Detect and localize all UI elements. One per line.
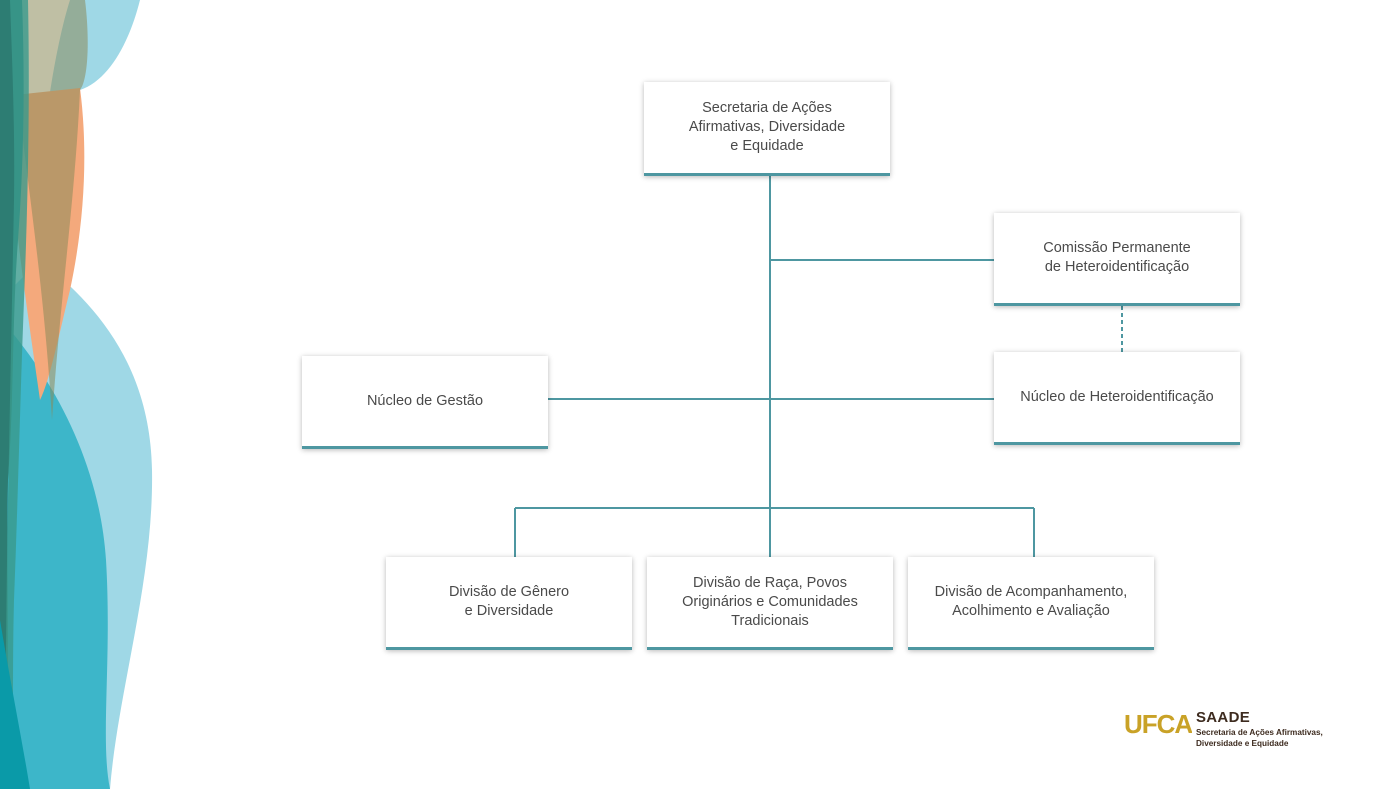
wave-cyan bbox=[0, 330, 110, 789]
saade-logo: UFCA SAADE Secretaria de Ações Afirmativ… bbox=[1122, 708, 1332, 754]
wave-deep-teal-bottom bbox=[0, 620, 30, 789]
node-secretaria-label: Secretaria de Ações Afirmativas, Diversi… bbox=[688, 100, 846, 154]
node-comissao-permanente: Comissão Permanente de Heteroidentificaç… bbox=[994, 213, 1240, 306]
wave-olive-overlay bbox=[18, 0, 88, 420]
node-nucleo-heteroidentificacao: Núcleo de Heteroidentificação bbox=[994, 352, 1240, 445]
node-comissao-label: Comissão Permanente de Heteroidentificaç… bbox=[1043, 240, 1191, 275]
node-divisao-acompanhamento-label: Divisão de Acompanhamento, Acolhimento e… bbox=[934, 584, 1128, 619]
node-nucleo-gestao-label: Núcleo de Gestão bbox=[366, 392, 484, 409]
node-divisao-raca: Divisão de Raça, Povos Originários e Com… bbox=[647, 557, 893, 650]
node-nucleo-hetero-label: Núcleo de Heteroidentificação bbox=[1020, 388, 1214, 405]
node-secretaria: Secretaria de Ações Afirmativas, Diversi… bbox=[644, 82, 890, 176]
logo-title: SAADE bbox=[1196, 709, 1251, 726]
node-divisao-raca-label: Divisão de Raça, Povos Originários e Com… bbox=[682, 574, 858, 629]
node-divisao-acompanhamento: Divisão de Acompanhamento, Acolhimento e… bbox=[908, 557, 1154, 650]
ufca-logo-mark: UFCA bbox=[1124, 709, 1192, 738]
decorative-waves bbox=[0, 0, 153, 789]
node-divisao-genero-label: Divisão de Gênero e Diversidade bbox=[448, 584, 570, 619]
logo-subtitle: Secretaria de Ações Afirmativas, Diversi… bbox=[1196, 728, 1323, 748]
wave-teal-band bbox=[4, 0, 29, 789]
node-nucleo-gestao: Núcleo de Gestão bbox=[302, 356, 548, 449]
logo-mark-text: UFCA bbox=[1124, 709, 1192, 738]
node-divisao-genero: Divisão de Gênero e Diversidade bbox=[386, 557, 632, 650]
